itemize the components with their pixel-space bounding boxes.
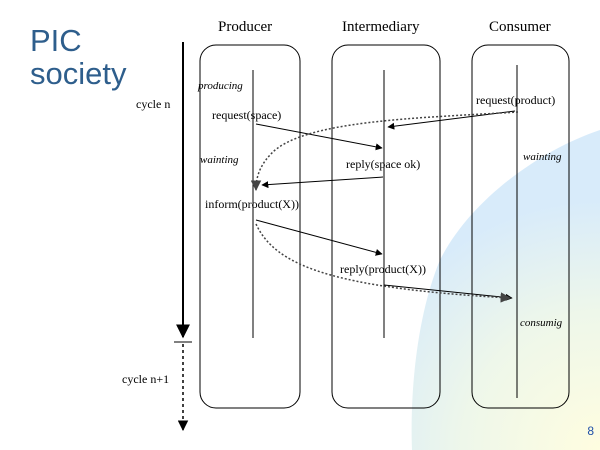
state-wainting-producer: wainting (200, 154, 239, 166)
arrow-request-space (255, 123, 383, 151)
cycle-n-label: cycle n (136, 97, 171, 111)
page-number: 8 (587, 424, 594, 438)
state-consuming: consumig (520, 317, 563, 329)
state-wainting-consumer: wainting (523, 151, 562, 163)
consumer-lane (471, 44, 570, 409)
cycle-n1-label: cycle n+1 (122, 372, 170, 386)
msg-reply-product: reply(product(X)) (340, 262, 426, 276)
intermediary-lane (331, 44, 441, 409)
slide-title-line2: society (30, 56, 127, 91)
slide-title: PIC society (30, 24, 180, 90)
background-decoration (411, 130, 600, 450)
arrow-inform-product (255, 219, 383, 256)
dotted-consume-curve (255, 223, 512, 303)
msg-reply-space-ok: reply(space ok) (346, 157, 421, 171)
arrow-request-product (387, 110, 516, 130)
intermediary-header: Intermediary (342, 19, 420, 35)
state-producing: producing (198, 80, 243, 92)
producer-header: Producer (218, 19, 273, 35)
slide-title-line1: PIC (30, 23, 82, 58)
dotted-wait-curve (250, 111, 519, 192)
msg-request-space: request(space) (212, 108, 282, 122)
arrow-reply-space-ok (261, 176, 384, 189)
msg-inform-product: inform(product(X)) (205, 197, 299, 211)
producer-lane (199, 44, 301, 409)
msg-request-product: request(product) (476, 93, 556, 107)
arrow-product-delivery (383, 284, 513, 301)
consumer-header: Consumer (489, 19, 551, 35)
